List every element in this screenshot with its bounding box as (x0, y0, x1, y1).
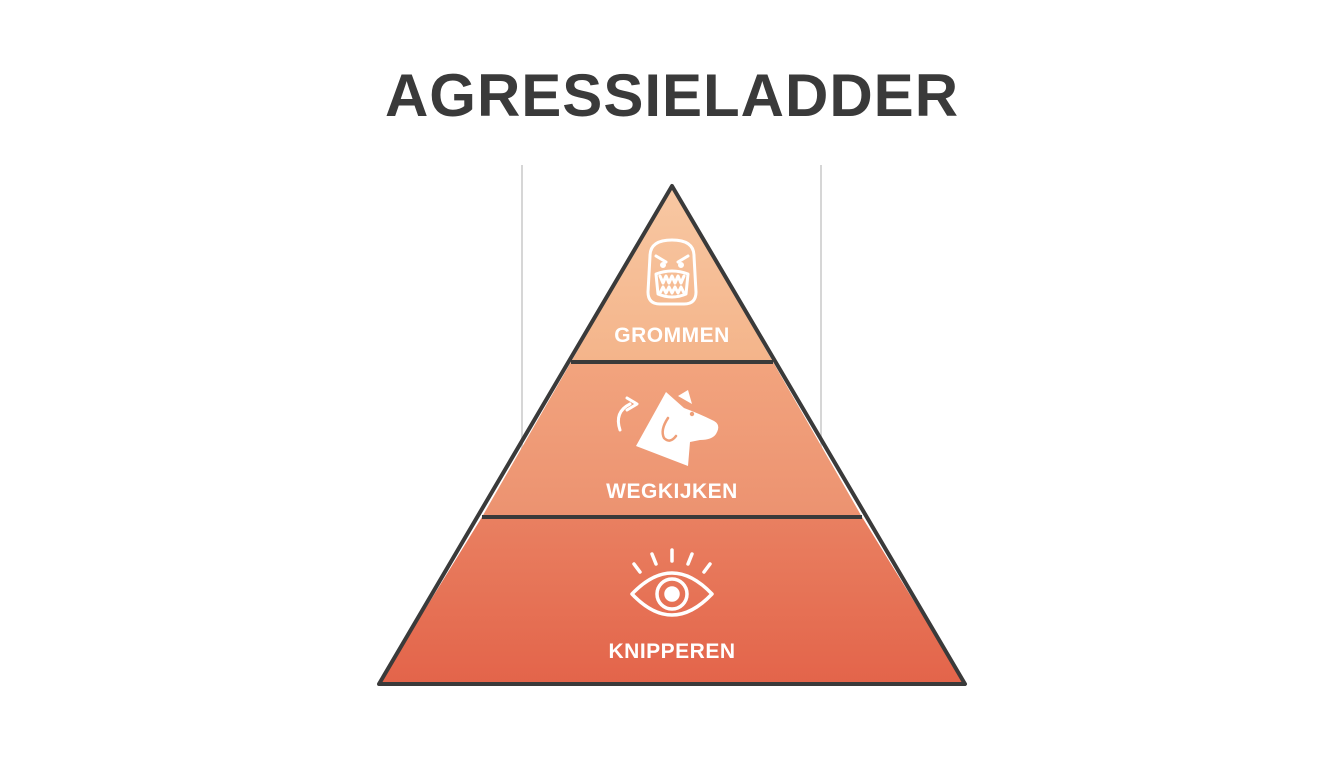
blinking-eye-icon (630, 548, 714, 617)
tier-top-grommen (571, 186, 773, 362)
page-title: AGRESSIELADDER (384, 62, 960, 129)
level-label-grommen: GROMMEN (614, 324, 730, 347)
pyramid-outline (377, 184, 967, 686)
growling-face-icon (646, 238, 698, 306)
level-label-knipperen: KNIPPEREN (608, 640, 735, 663)
level-label-wegkijken: WEGKIJKEN (606, 480, 738, 503)
dog-head-turning-icon (616, 390, 719, 466)
